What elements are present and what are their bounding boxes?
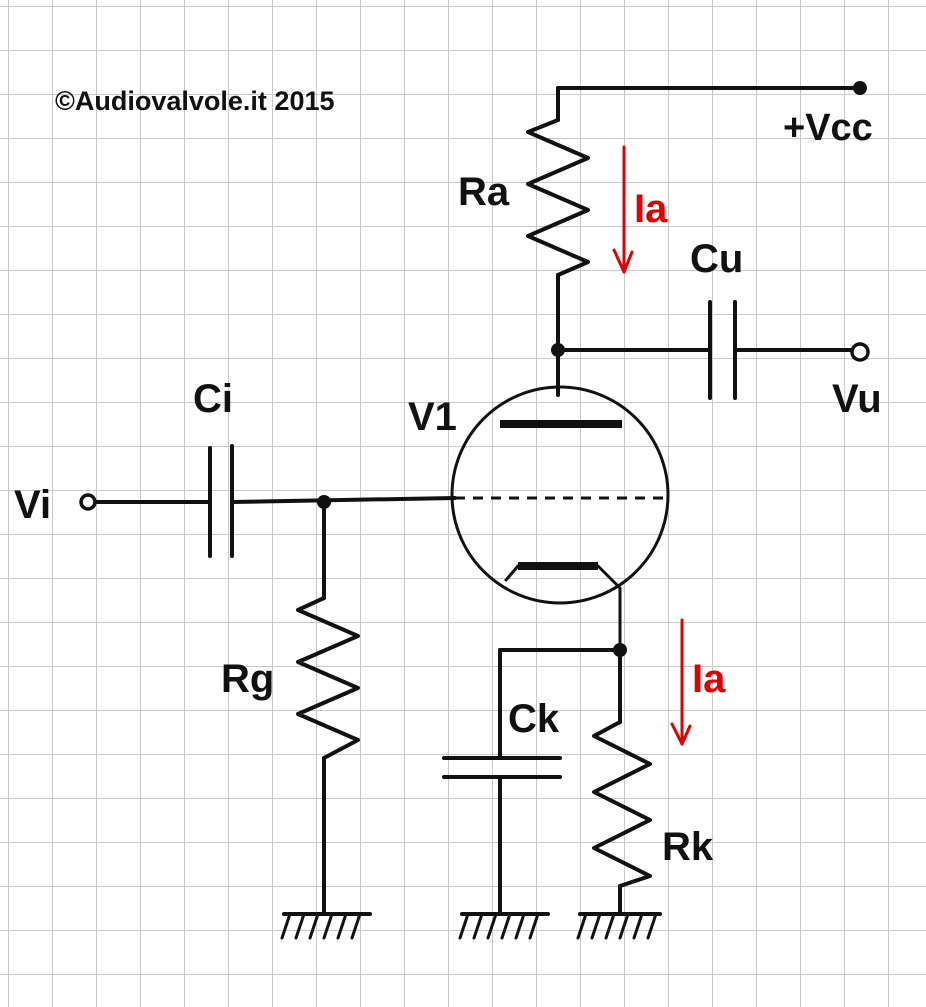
grid-wire [230, 496, 457, 504]
vcc-terminal [853, 81, 867, 95]
tube-envelope [450, 385, 670, 605]
vi-terminal [79, 493, 97, 511]
rg-label: Rg [221, 657, 274, 701]
rg-resistor [296, 596, 360, 760]
vi-label: Vi [14, 483, 51, 527]
copyright-text: ©Audiovalvole.it 2015 [55, 86, 335, 116]
ra-resistor [526, 118, 590, 277]
ground-rk [576, 912, 662, 940]
ck-label: Ck [508, 697, 560, 741]
ia-bottom-label: Ia [692, 657, 726, 701]
ra-label: Ra [458, 170, 510, 214]
vcc-label: +Vcc [783, 107, 873, 149]
ia-arrow-top-head [612, 248, 634, 274]
cu-label: Cu [690, 237, 743, 281]
ground-ck [458, 912, 550, 940]
ground-rg [280, 912, 372, 940]
ia-arrow-bottom-head [670, 722, 692, 746]
rk-label: Rk [662, 825, 714, 869]
ci-label: Ci [193, 377, 233, 421]
vu-label: Vu [832, 377, 882, 421]
vu-terminal [850, 342, 870, 362]
v1-label: V1 [408, 395, 457, 439]
rk-resistor [592, 720, 652, 888]
ia-top-label: Ia [634, 187, 668, 231]
tube-cathode-bend-left [504, 564, 520, 582]
tube-cathode-lead [596, 564, 622, 652]
